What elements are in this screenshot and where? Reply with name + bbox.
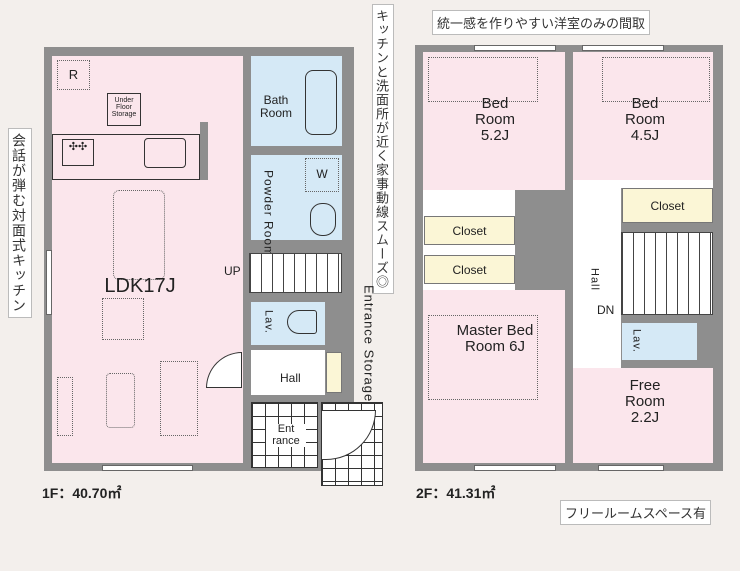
lav-label: Lav.: [262, 310, 275, 334]
dn-label: DN: [597, 303, 615, 317]
fridge-space: R: [57, 60, 90, 90]
window: [582, 45, 664, 51]
entrance-label: Ent rance: [266, 423, 306, 448]
closet-1: Closet: [424, 216, 515, 245]
toilet-icon: [287, 310, 317, 334]
closet-2: Closet: [424, 255, 515, 284]
bed-room-1-label: Bed Room 5.2J: [474, 95, 515, 144]
bed: [428, 315, 538, 400]
entrance-storage-label: Entrance Storage: [361, 285, 377, 403]
closet-2-label: Closet: [452, 263, 487, 277]
up-label: UP: [224, 264, 241, 278]
kitchen-callout: 会話が弾む対面式キッチン: [8, 128, 32, 318]
bed-room-1: [423, 52, 565, 190]
bed: [428, 57, 538, 102]
closet-3-label: Closet: [650, 199, 685, 213]
bath-label: Bath Room: [259, 93, 292, 120]
sofa: [160, 361, 198, 436]
entrance-storage: [326, 352, 342, 393]
ottoman: [102, 298, 144, 340]
fridge-label: R: [68, 67, 79, 82]
floor-1-area: 1F：40.70㎡: [42, 485, 122, 501]
washer-space: W: [305, 158, 339, 192]
free-room-callout: フリールームスペース有: [560, 500, 712, 525]
staircase: [621, 232, 713, 315]
sink-icon: [310, 203, 336, 236]
window: [598, 465, 664, 471]
tv-stand: [57, 377, 73, 436]
window: [474, 465, 556, 471]
lavatory-2f: Lav.: [622, 323, 697, 360]
master-bed-room: [423, 290, 565, 463]
under-floor-storage: Under Floor Storage: [107, 93, 141, 126]
dining-table: [113, 190, 165, 280]
kitchen-counter: [52, 134, 200, 180]
kitchen-wash-callout: キッチンと洗面所が近く家事動線スムーズ◎: [372, 4, 394, 294]
hall-2f-label: Hall: [588, 268, 601, 291]
ldk-label: LDK17J: [104, 275, 176, 297]
closet-1-label: Closet: [452, 224, 487, 238]
free-room: [573, 368, 713, 463]
staircase: [249, 253, 342, 293]
washer-label: W: [316, 167, 328, 181]
bed: [602, 57, 710, 102]
western-rooms-callout: 統一感を作りやすい洋室のみの間取: [432, 10, 651, 35]
coffee-table: [106, 373, 135, 428]
ldk-room: [52, 56, 243, 463]
entrance-floor: [251, 402, 318, 468]
closet-3: Closet: [622, 188, 713, 223]
bathtub-icon: [305, 70, 337, 135]
master-label: Master Bed Room 6J: [456, 322, 534, 355]
sink-icon: [144, 138, 186, 168]
hall: [251, 350, 325, 395]
lav-2f-label: Lav.: [630, 329, 643, 353]
window: [474, 45, 556, 51]
bed-room-2: [573, 52, 713, 180]
hall-2f: [573, 180, 621, 368]
window: [46, 250, 52, 315]
free-room-label: Free Room 2.2J: [624, 377, 665, 426]
closet-threshold: [621, 180, 713, 188]
hall-label: Hall: [280, 371, 301, 385]
powder-label: Powder Room: [261, 170, 276, 258]
bath-room: [251, 56, 342, 146]
stove-icon: ✣✣: [62, 139, 94, 166]
kitchen-wall: [200, 122, 208, 180]
bed-room-2-label: Bed Room 4.5J: [624, 95, 665, 144]
floor-2-area: 2F：41.31㎡: [416, 485, 496, 501]
window: [102, 465, 193, 471]
